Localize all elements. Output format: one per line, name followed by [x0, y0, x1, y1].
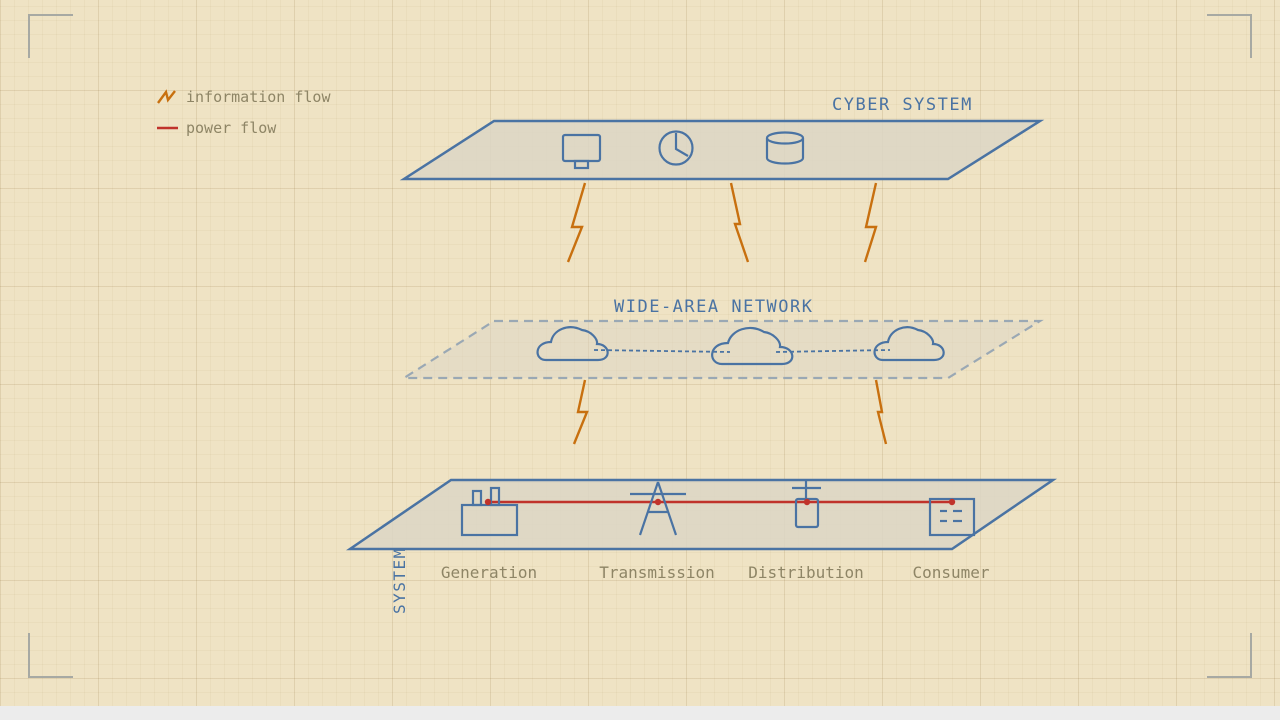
- lightning-icon: [863, 182, 878, 263]
- cyber-plane: [399, 119, 1045, 181]
- information-flow-upper: [566, 182, 878, 263]
- legend-item-power-flow: power flow: [157, 119, 277, 137]
- cyber-layer-title: CYBER SYSTEM: [832, 95, 973, 115]
- cyber-layer: CYBER SYSTEM: [399, 95, 1045, 181]
- corner-bracket-bottom-right: [1207, 633, 1252, 678]
- power-node-transmission: [654, 498, 662, 506]
- legend-item-information-flow: information flow: [157, 88, 331, 106]
- physical-layer: SYSTEM: [345, 478, 1058, 614]
- network-layer-title: WIDE-AREA NETWORK: [614, 297, 814, 317]
- stage-label-distribution: Distribution: [748, 563, 864, 582]
- legend-label-information-flow: information flow: [186, 88, 331, 106]
- clock-icon: [658, 130, 694, 166]
- stage-label-consumer: Consumer: [912, 563, 989, 582]
- corner-bracket-bottom-left: [28, 633, 73, 678]
- physical-plane: [345, 478, 1058, 551]
- lightning-icon: [157, 89, 176, 104]
- cloud-icon: [711, 326, 794, 366]
- corner-bracket-top-right: [1207, 14, 1252, 58]
- transmission-tower-icon: [630, 481, 686, 536]
- lightning-icon: [566, 182, 587, 263]
- bottom-strip: [0, 706, 1280, 720]
- power-node-generation: [484, 498, 492, 506]
- physical-layer-title: SYSTEM: [390, 547, 409, 614]
- stage-labels: Generation Transmission Distribution Con…: [441, 563, 990, 582]
- factory-icon: [460, 486, 519, 537]
- legend-label-power-flow: power flow: [186, 119, 277, 137]
- power-node-distribution: [803, 498, 811, 506]
- network-layer: WIDE-AREA NETWORK: [400, 297, 1044, 380]
- cloud-icon: [536, 326, 609, 362]
- cloud-icon: [873, 326, 945, 362]
- stage-label-generation: Generation: [441, 563, 537, 582]
- lightning-icon: [874, 379, 888, 445]
- power-node-consumer: [948, 498, 956, 506]
- lightning-icon: [729, 182, 750, 263]
- network-links: [593, 349, 891, 353]
- stage-label-transmission: Transmission: [599, 563, 715, 582]
- lightning-icon: [572, 379, 589, 445]
- network-plane: [400, 319, 1044, 380]
- information-flow-lower: [572, 379, 888, 445]
- corner-bracket-top-left: [28, 14, 73, 58]
- legend: information flow power flow: [157, 88, 331, 137]
- database-icon: [765, 131, 805, 165]
- corner-brackets: [28, 14, 1252, 678]
- monitor-icon: [561, 133, 602, 170]
- power-flow-nodes: [484, 498, 956, 506]
